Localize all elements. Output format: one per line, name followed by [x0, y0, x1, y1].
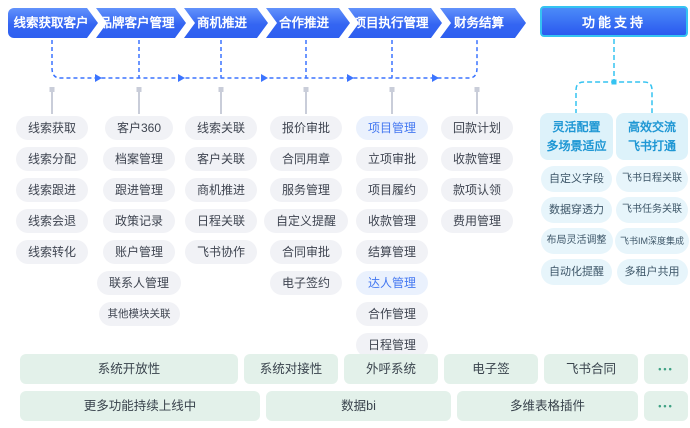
capability-box[interactable]: 系统开放性	[20, 354, 238, 384]
feature-column-4: 报价审批合同用章服务管理自定义提醒合同审批电子签约	[246, 116, 366, 302]
support-pill[interactable]: 自动化提醒	[541, 259, 612, 285]
capability-box[interactable]: 更多功能持续上线中	[20, 391, 260, 421]
support-group-2: 高效交流飞书打通飞书日程关联飞书任务关联飞书IM深度集成多租户共用	[615, 113, 689, 290]
flow-stage-4[interactable]: 合作推进	[266, 8, 350, 38]
feature-pill[interactable]: 收款管理	[440, 147, 513, 171]
capability-box[interactable]: 飞书合同	[544, 354, 638, 384]
feature-pill[interactable]: 日程管理	[355, 333, 428, 357]
feature-pill[interactable]: 线索关联	[184, 116, 257, 140]
feature-pill[interactable]: 达人管理	[355, 271, 428, 295]
feature-pill[interactable]: 自定义提醒	[263, 209, 348, 233]
feature-pill[interactable]: 线索转化	[15, 240, 88, 264]
support-pill[interactable]: 多租户共用	[616, 259, 688, 285]
support-pill[interactable]: 飞书日程关联	[616, 166, 688, 192]
more-capabilities-button[interactable]: •••	[644, 354, 688, 384]
support-branch-line	[575, 81, 653, 114]
support-pill[interactable]: 飞书IM深度集成	[615, 228, 689, 254]
feature-pill[interactable]: 合作管理	[355, 302, 428, 326]
feature-pill[interactable]: 飞书协作	[184, 240, 257, 264]
more-capabilities-button[interactable]: •••	[644, 391, 688, 421]
feature-pill[interactable]: 款项认领	[440, 178, 513, 202]
feature-pill[interactable]: 线索跟进	[15, 178, 88, 202]
feature-pill[interactable]: 结算管理	[355, 240, 428, 264]
support-group-1: 灵活配置多场景适应自定义字段数据穿透力布局灵活调整自动化提醒	[540, 113, 613, 290]
capability-box[interactable]: 数据bi	[266, 391, 451, 421]
feature-pill[interactable]: 费用管理	[440, 209, 513, 233]
feature-pill[interactable]: 其他模块关联	[98, 302, 180, 326]
feature-column-2: 客户360 档案管理跟进管理政策记录账户管理联系人管理其他模块关联	[79, 116, 199, 333]
support-pill[interactable]: 自定义字段	[541, 166, 612, 192]
column-stub-lines	[49, 87, 480, 114]
flow-arrowheads	[95, 74, 439, 82]
feature-pill[interactable]: 日程关联	[184, 209, 257, 233]
feature-pill[interactable]: 政策记录	[102, 209, 175, 233]
flow-stage-6[interactable]: 财务结算	[440, 8, 526, 38]
feature-pill[interactable]: 线索会退	[15, 209, 88, 233]
feature-pill[interactable]: 报价审批	[269, 116, 342, 140]
capability-box[interactable]: 外呼系统	[344, 354, 438, 384]
feature-pill[interactable]: 线索分配	[15, 147, 88, 171]
function-support-button[interactable]: 功能支持	[540, 6, 688, 37]
feature-pill[interactable]: 账户管理	[102, 240, 175, 264]
feature-column-3: 线索关联客户关联商机推进日程关联飞书协作	[161, 116, 281, 271]
support-group-title-line1: 高效交流	[627, 119, 676, 134]
feature-pill[interactable]: 电子签约	[269, 271, 342, 295]
support-pill[interactable]: 飞书任务关联	[616, 197, 688, 223]
support-group-title-line2: 多场景适应	[546, 138, 607, 153]
flow-bus-line	[51, 40, 478, 79]
feature-pill[interactable]: 服务管理	[269, 178, 342, 202]
capability-box[interactable]: 多维表格插件	[457, 391, 638, 421]
feature-pill[interactable]: 跟进管理	[102, 178, 175, 202]
feature-pill[interactable]: 客户360	[104, 116, 174, 140]
feature-pill[interactable]: 合同审批	[269, 240, 342, 264]
feature-pill[interactable]: 立项审批	[355, 147, 428, 171]
flow-stage-5[interactable]: 项目执行管理	[348, 8, 442, 38]
support-group-title: 灵活配置多场景适应	[540, 113, 613, 160]
flow-drop-lines	[138, 40, 393, 78]
feature-column-6: 回款计划收款管理款项认领费用管理	[417, 116, 537, 240]
feature-column-5: 项目管理立项审批项目履约收款管理结算管理达人管理合作管理日程管理	[332, 116, 452, 364]
support-group-title-line2: 飞书打通	[627, 138, 676, 153]
feature-pill[interactable]: 收款管理	[355, 209, 428, 233]
feature-pill[interactable]: 档案管理	[102, 147, 175, 171]
support-junction-dot	[611, 79, 617, 85]
flow-stage-1[interactable]: 线索获取客户	[8, 8, 98, 38]
feature-pill[interactable]: 合同用章	[269, 147, 342, 171]
feature-pill[interactable]: 联系人管理	[96, 271, 181, 295]
flow-stage-2[interactable]: 品牌客户管理	[96, 8, 186, 38]
feature-pill[interactable]: 项目管理	[355, 116, 428, 140]
capability-box[interactable]: 系统对接性	[244, 354, 338, 384]
feature-pill[interactable]: 项目履约	[355, 178, 428, 202]
feature-pill[interactable]: 回款计划	[440, 116, 513, 140]
feature-column-1: 线索获取线索分配线索跟进线索会退线索转化	[0, 116, 112, 271]
support-pill[interactable]: 数据穿透力	[541, 197, 612, 223]
flow-stage-3[interactable]: 商机推进	[184, 8, 268, 38]
support-group-title: 高效交流飞书打通	[616, 113, 688, 160]
feature-pill[interactable]: 商机推进	[184, 178, 257, 202]
capability-box[interactable]: 电子签	[444, 354, 538, 384]
support-pill[interactable]: 布局灵活调整	[540, 228, 613, 254]
feature-pill[interactable]: 线索获取	[15, 116, 88, 140]
support-group-title-line1: 灵活配置	[552, 119, 601, 134]
feature-pill[interactable]: 客户关联	[184, 147, 257, 171]
